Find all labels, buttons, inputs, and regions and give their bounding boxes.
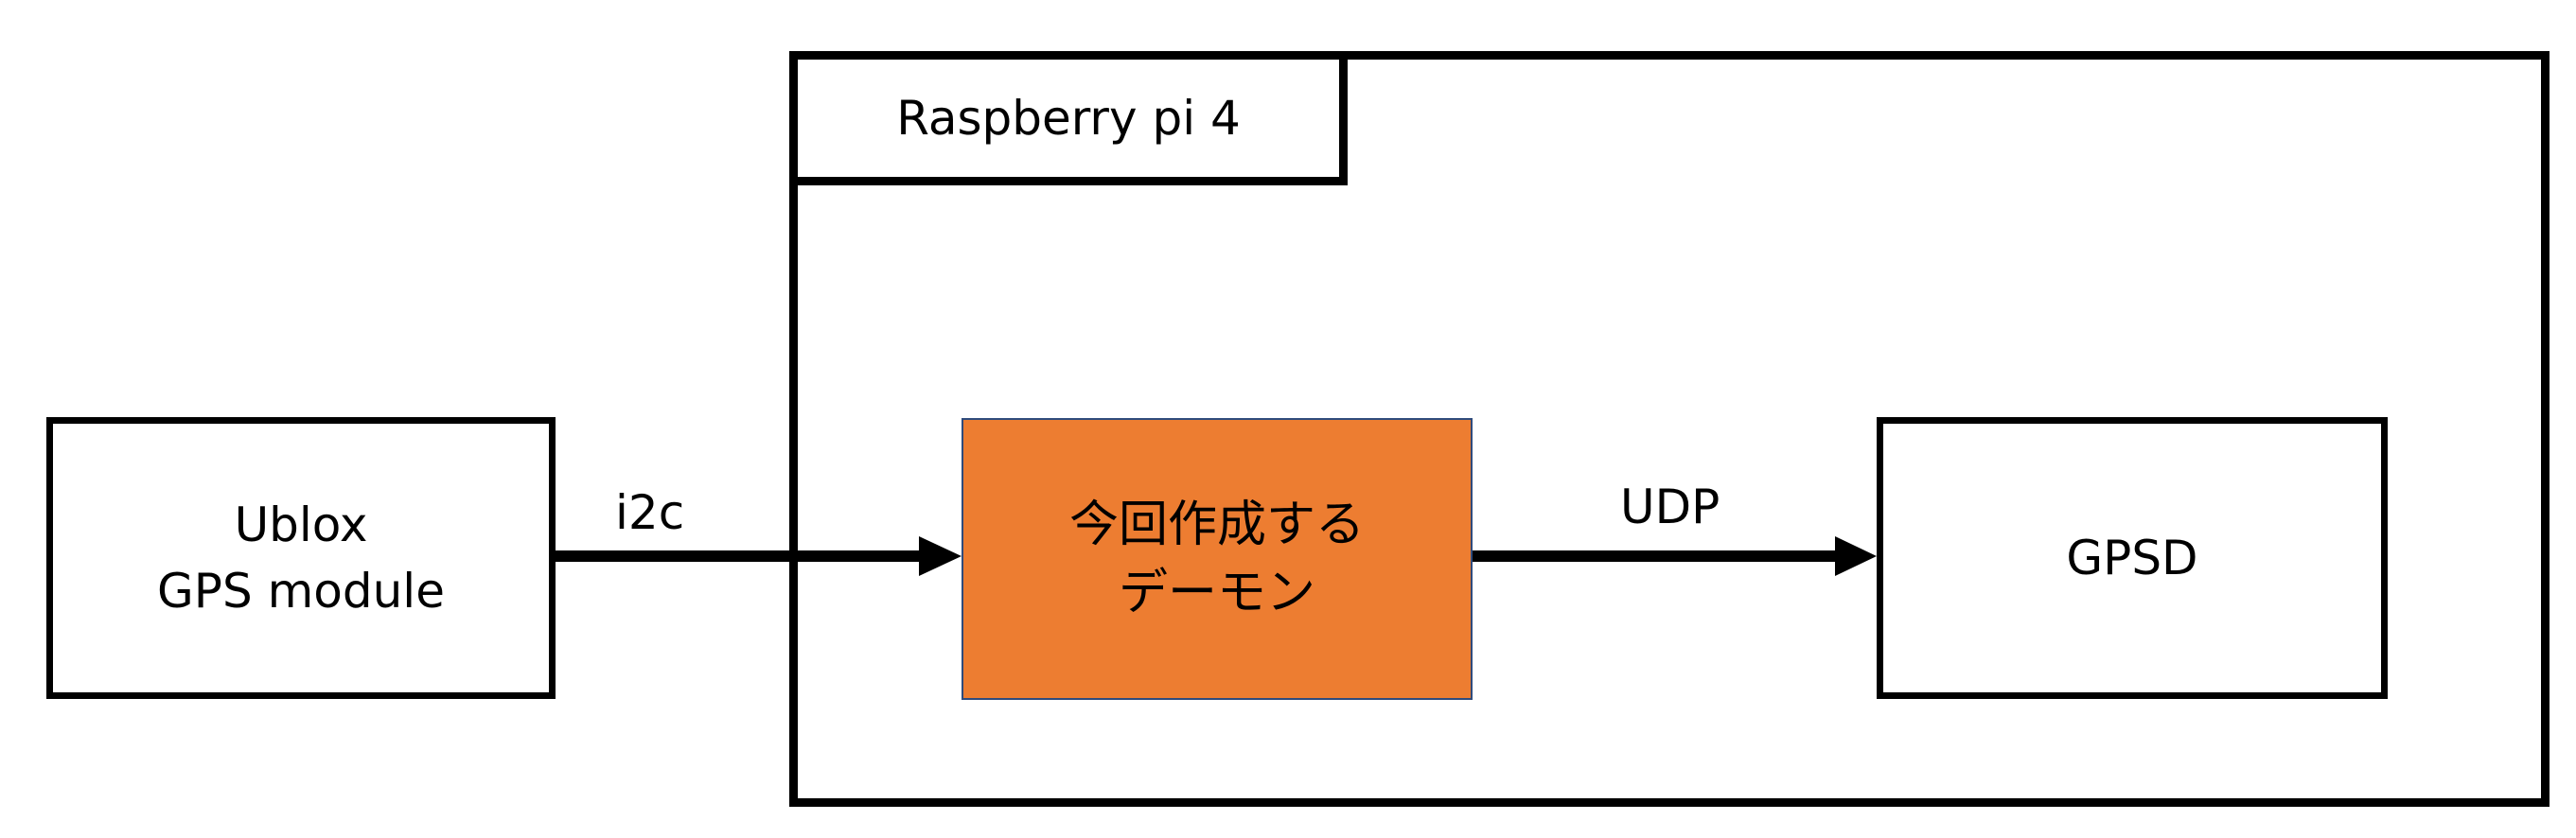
udp-label: UDP bbox=[1620, 480, 1720, 534]
i2c-arrowhead bbox=[919, 536, 962, 576]
i2c-label: i2c bbox=[615, 485, 685, 540]
gpsd-label: GPSD bbox=[2066, 531, 2198, 585]
gps-module-label: Ublox GPS module bbox=[157, 498, 445, 619]
raspberry-pi-label-tab: Raspberry pi 4 bbox=[789, 51, 1348, 185]
daemon-box: 今回作成する デーモン bbox=[962, 418, 1473, 700]
daemon-label: 今回作成する デーモン bbox=[1068, 497, 1365, 621]
i2c-arrow bbox=[556, 536, 962, 576]
raspberry-pi-container bbox=[789, 51, 2550, 807]
udp-arrowhead bbox=[1835, 536, 1877, 576]
raspberry-pi-label: Raspberry pi 4 bbox=[896, 91, 1241, 146]
udp-arrow bbox=[1473, 536, 1877, 576]
gpsd-box: GPSD bbox=[1877, 417, 2388, 699]
gps-module-box: Ublox GPS module bbox=[46, 417, 556, 699]
